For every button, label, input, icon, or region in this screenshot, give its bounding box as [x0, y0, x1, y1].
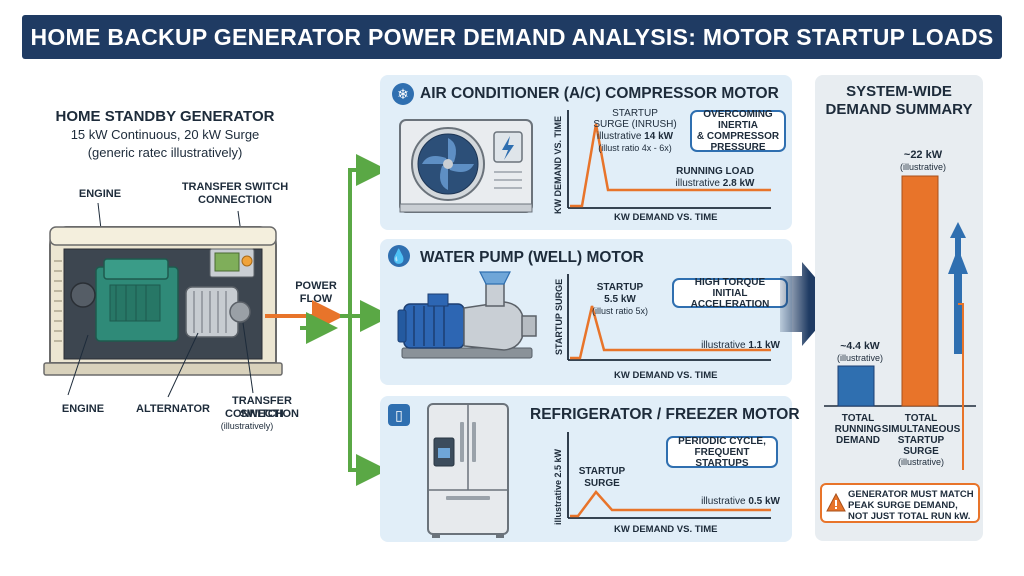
fridge-running-value: illustrative 0.5 kW — [701, 496, 780, 507]
transfer-switch-label-bottom-1: TRANSFER SWITCH — [232, 395, 292, 420]
fridge-startup-label-2: SURGE — [584, 478, 620, 489]
ac-running-value: illustrative 2.8 kW — [675, 178, 755, 189]
title-bar: HOME BACKUP GENERATOR POWER DEMAND ANALY… — [22, 15, 1002, 59]
ac-startup-ratio: (illust ratio 4x - 6x) — [598, 143, 672, 153]
fridge-icon: ▯ — [388, 404, 410, 426]
power-flow-label-1: POWER — [295, 280, 337, 292]
transfer-switch-label-top-2: CONNECTION — [198, 194, 272, 206]
summary-title-1: SYSTEM-WIDE — [846, 83, 952, 100]
pump-startup-value: 5.5 kW — [604, 294, 636, 305]
pump-startup-label: STARTUP — [596, 282, 644, 293]
fridge-y-axis-label: illustrative 2.5 kW — [553, 448, 563, 525]
generator-illustration — [43, 202, 283, 398]
transfer-switch-note: (illustratively) — [220, 421, 274, 431]
warning-icon — [826, 492, 846, 512]
fridge-title: REFRIGERATOR / FREEZER MOTOR — [530, 406, 800, 423]
fridge-x-axis-label: KW DEMAND VS. TIME — [614, 524, 718, 535]
ac-unit-illustration — [399, 119, 533, 213]
page-title: HOME BACKUP GENERATOR POWER DEMAND ANALY… — [30, 23, 994, 50]
ac-y-axis-label: KW DEMAND VS. TIME — [553, 116, 563, 214]
fridge-callout: PERIODIC CYCLE,FREQUENT STARTUPS — [666, 436, 778, 469]
summary-arrow — [780, 262, 838, 346]
ac-title: AIR CONDITIONER (A/C) COMPRESSOR MOTOR — [420, 85, 779, 102]
summary-bar-chart — [824, 175, 976, 470]
pump-x-axis-label: KW DEMAND VS. TIME — [614, 370, 718, 381]
ac-startup-label-2: SURGE (INRUSH) — [593, 119, 677, 130]
running-demand-bar — [837, 365, 875, 407]
fridge-illustration — [427, 403, 509, 538]
pump-demand-chart — [567, 274, 771, 361]
generator-title: HOME STANDBY GENERATOR — [55, 108, 275, 125]
engine-label-bottom: ENGINE — [61, 403, 105, 415]
ac-startup-label-1: STARTUP — [612, 108, 658, 119]
surge-demand-bar — [901, 175, 939, 407]
alternator-label: ALTERNATOR — [136, 403, 210, 415]
running-demand-note: (illustrative) — [836, 353, 883, 363]
running-demand-value: ~4.4 kW — [840, 340, 880, 352]
transfer-switch-label-bottom-2: CONNECTION — [225, 408, 299, 420]
surge-demand-note: (illustrative) — [899, 162, 946, 172]
summary-panel: SYSTEM-WIDE DEMAND SUMMARY — [815, 75, 983, 541]
pump-title: WATER PUMP (WELL) MOTOR — [420, 249, 644, 266]
generator-note: (generic ratec illustratively) — [87, 145, 243, 160]
transfer-switch-label-top-1: TRANSFER SWITCH — [181, 181, 289, 193]
ac-x-axis-label: KW DEMAND VS. TIME — [614, 212, 718, 223]
summary-title-2: DEMAND SUMMARY — [825, 101, 973, 118]
pump-y-axis-label: STARTUP SURGE — [554, 278, 564, 355]
snowflake-icon: ❄ — [392, 83, 414, 105]
water-drop-icon: 💧 — [388, 245, 410, 267]
ac-demand-chart — [567, 110, 771, 209]
fridge-demand-chart — [567, 432, 771, 519]
fridge-startup-label-1: STARTUP — [578, 466, 626, 477]
ac-running-label: RUNNING LOAD — [676, 166, 754, 177]
pump-startup-ratio: (illust ratio 5x) — [591, 306, 648, 316]
surge-demand-value: ~22 kW — [903, 149, 943, 161]
water-pump-illustration — [397, 271, 537, 359]
pump-running-value: illustrative 1.1 kW — [701, 340, 780, 351]
engine-label-top: ENGINE — [78, 188, 122, 200]
generator-rating: 15 kW Continuous, 20 kW Surge — [70, 127, 260, 142]
ac-startup-value: illustrative 14 kW — [596, 131, 674, 142]
